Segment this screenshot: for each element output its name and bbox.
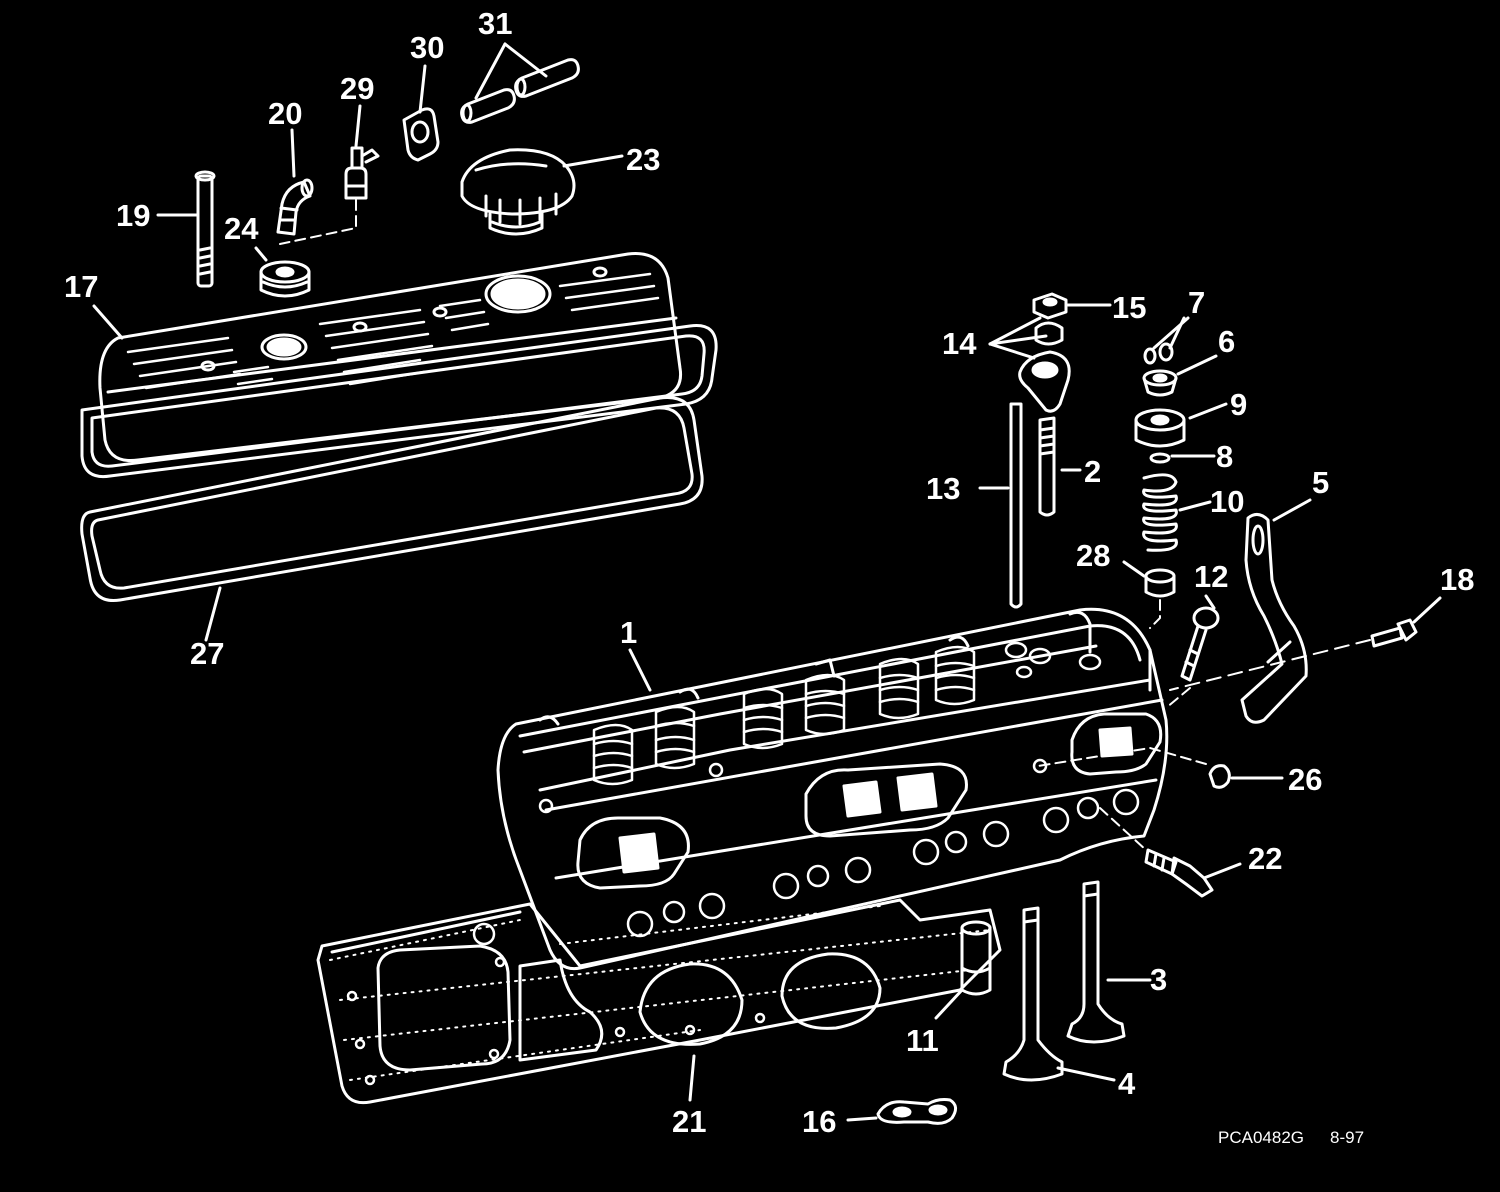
callout-1: 1 bbox=[620, 615, 638, 650]
rocker-stud-2 bbox=[1040, 418, 1054, 515]
callout-3: 3 bbox=[1150, 962, 1168, 997]
callout-27: 27 bbox=[190, 636, 225, 671]
rocker-arm-14 bbox=[1020, 352, 1070, 411]
shims-16 bbox=[878, 1100, 956, 1124]
callout-10: 10 bbox=[1210, 484, 1245, 519]
guide-28 bbox=[1146, 570, 1174, 596]
cylinder-head-1 bbox=[498, 609, 1167, 968]
valve-cover-gasket bbox=[82, 397, 702, 600]
callout-2: 2 bbox=[1084, 454, 1102, 489]
callout-16: 16 bbox=[802, 1104, 837, 1139]
hoses-31 bbox=[462, 60, 579, 123]
valve-4 bbox=[1004, 908, 1062, 1080]
callout-9: 9 bbox=[1230, 387, 1248, 422]
callout-8: 8 bbox=[1216, 439, 1234, 474]
callout-4: 4 bbox=[1118, 1066, 1136, 1101]
plug-26 bbox=[1210, 766, 1229, 788]
pivot-ball-14 bbox=[1036, 323, 1062, 344]
callout-30: 30 bbox=[410, 30, 445, 65]
clip-30 bbox=[404, 109, 438, 160]
lifting-bracket-5 bbox=[1242, 514, 1306, 722]
callout-17: 17 bbox=[64, 269, 99, 304]
callout-11: 11 bbox=[906, 1023, 939, 1058]
oil-seal-8 bbox=[1151, 454, 1169, 462]
callout-14: 14 bbox=[942, 326, 977, 361]
callout-18: 18 bbox=[1440, 562, 1475, 597]
callout-28: 28 bbox=[1076, 538, 1111, 573]
fitting-29 bbox=[346, 148, 378, 198]
valve-keepers-7 bbox=[1145, 344, 1172, 363]
callout-7: 7 bbox=[1188, 285, 1206, 320]
callout-19: 19 bbox=[116, 198, 151, 233]
callout-15: 15 bbox=[1112, 290, 1147, 325]
grommet-24 bbox=[261, 262, 309, 296]
callout-6: 6 bbox=[1218, 324, 1236, 359]
stud-19 bbox=[196, 172, 214, 286]
pushrod-13 bbox=[1011, 404, 1021, 607]
retainer-6 bbox=[1144, 371, 1176, 395]
valve-spring-10 bbox=[1144, 475, 1177, 550]
bolt-12 bbox=[1182, 608, 1218, 680]
elbow-20 bbox=[278, 180, 312, 234]
callout-13: 13 bbox=[926, 471, 961, 506]
callout-22: 22 bbox=[1248, 841, 1283, 876]
temp-sender-22 bbox=[1146, 850, 1212, 896]
callout-29: 29 bbox=[340, 71, 375, 106]
drawing-date: 8-97 bbox=[1330, 1128, 1365, 1147]
callout-24: 24 bbox=[224, 211, 259, 246]
drawing-code: PCA0482G bbox=[1218, 1128, 1304, 1147]
callout-20: 20 bbox=[268, 96, 303, 131]
callout-5: 5 bbox=[1312, 465, 1330, 500]
callout-23: 23 bbox=[626, 142, 661, 177]
callout-26: 26 bbox=[1288, 762, 1323, 797]
oil-filler-cap-23 bbox=[462, 150, 574, 234]
bolt-18 bbox=[1372, 620, 1416, 646]
callout-12: 12 bbox=[1194, 559, 1229, 594]
valve-3 bbox=[1068, 882, 1124, 1042]
leader-lines bbox=[94, 44, 1440, 1120]
valve-cover bbox=[82, 254, 716, 477]
rocker-nut-15 bbox=[1034, 294, 1066, 318]
valve-shield-9 bbox=[1136, 410, 1184, 446]
head-gasket-21 bbox=[318, 900, 1000, 1103]
callout-31: 31 bbox=[478, 6, 513, 41]
callout-21: 21 bbox=[672, 1104, 707, 1139]
